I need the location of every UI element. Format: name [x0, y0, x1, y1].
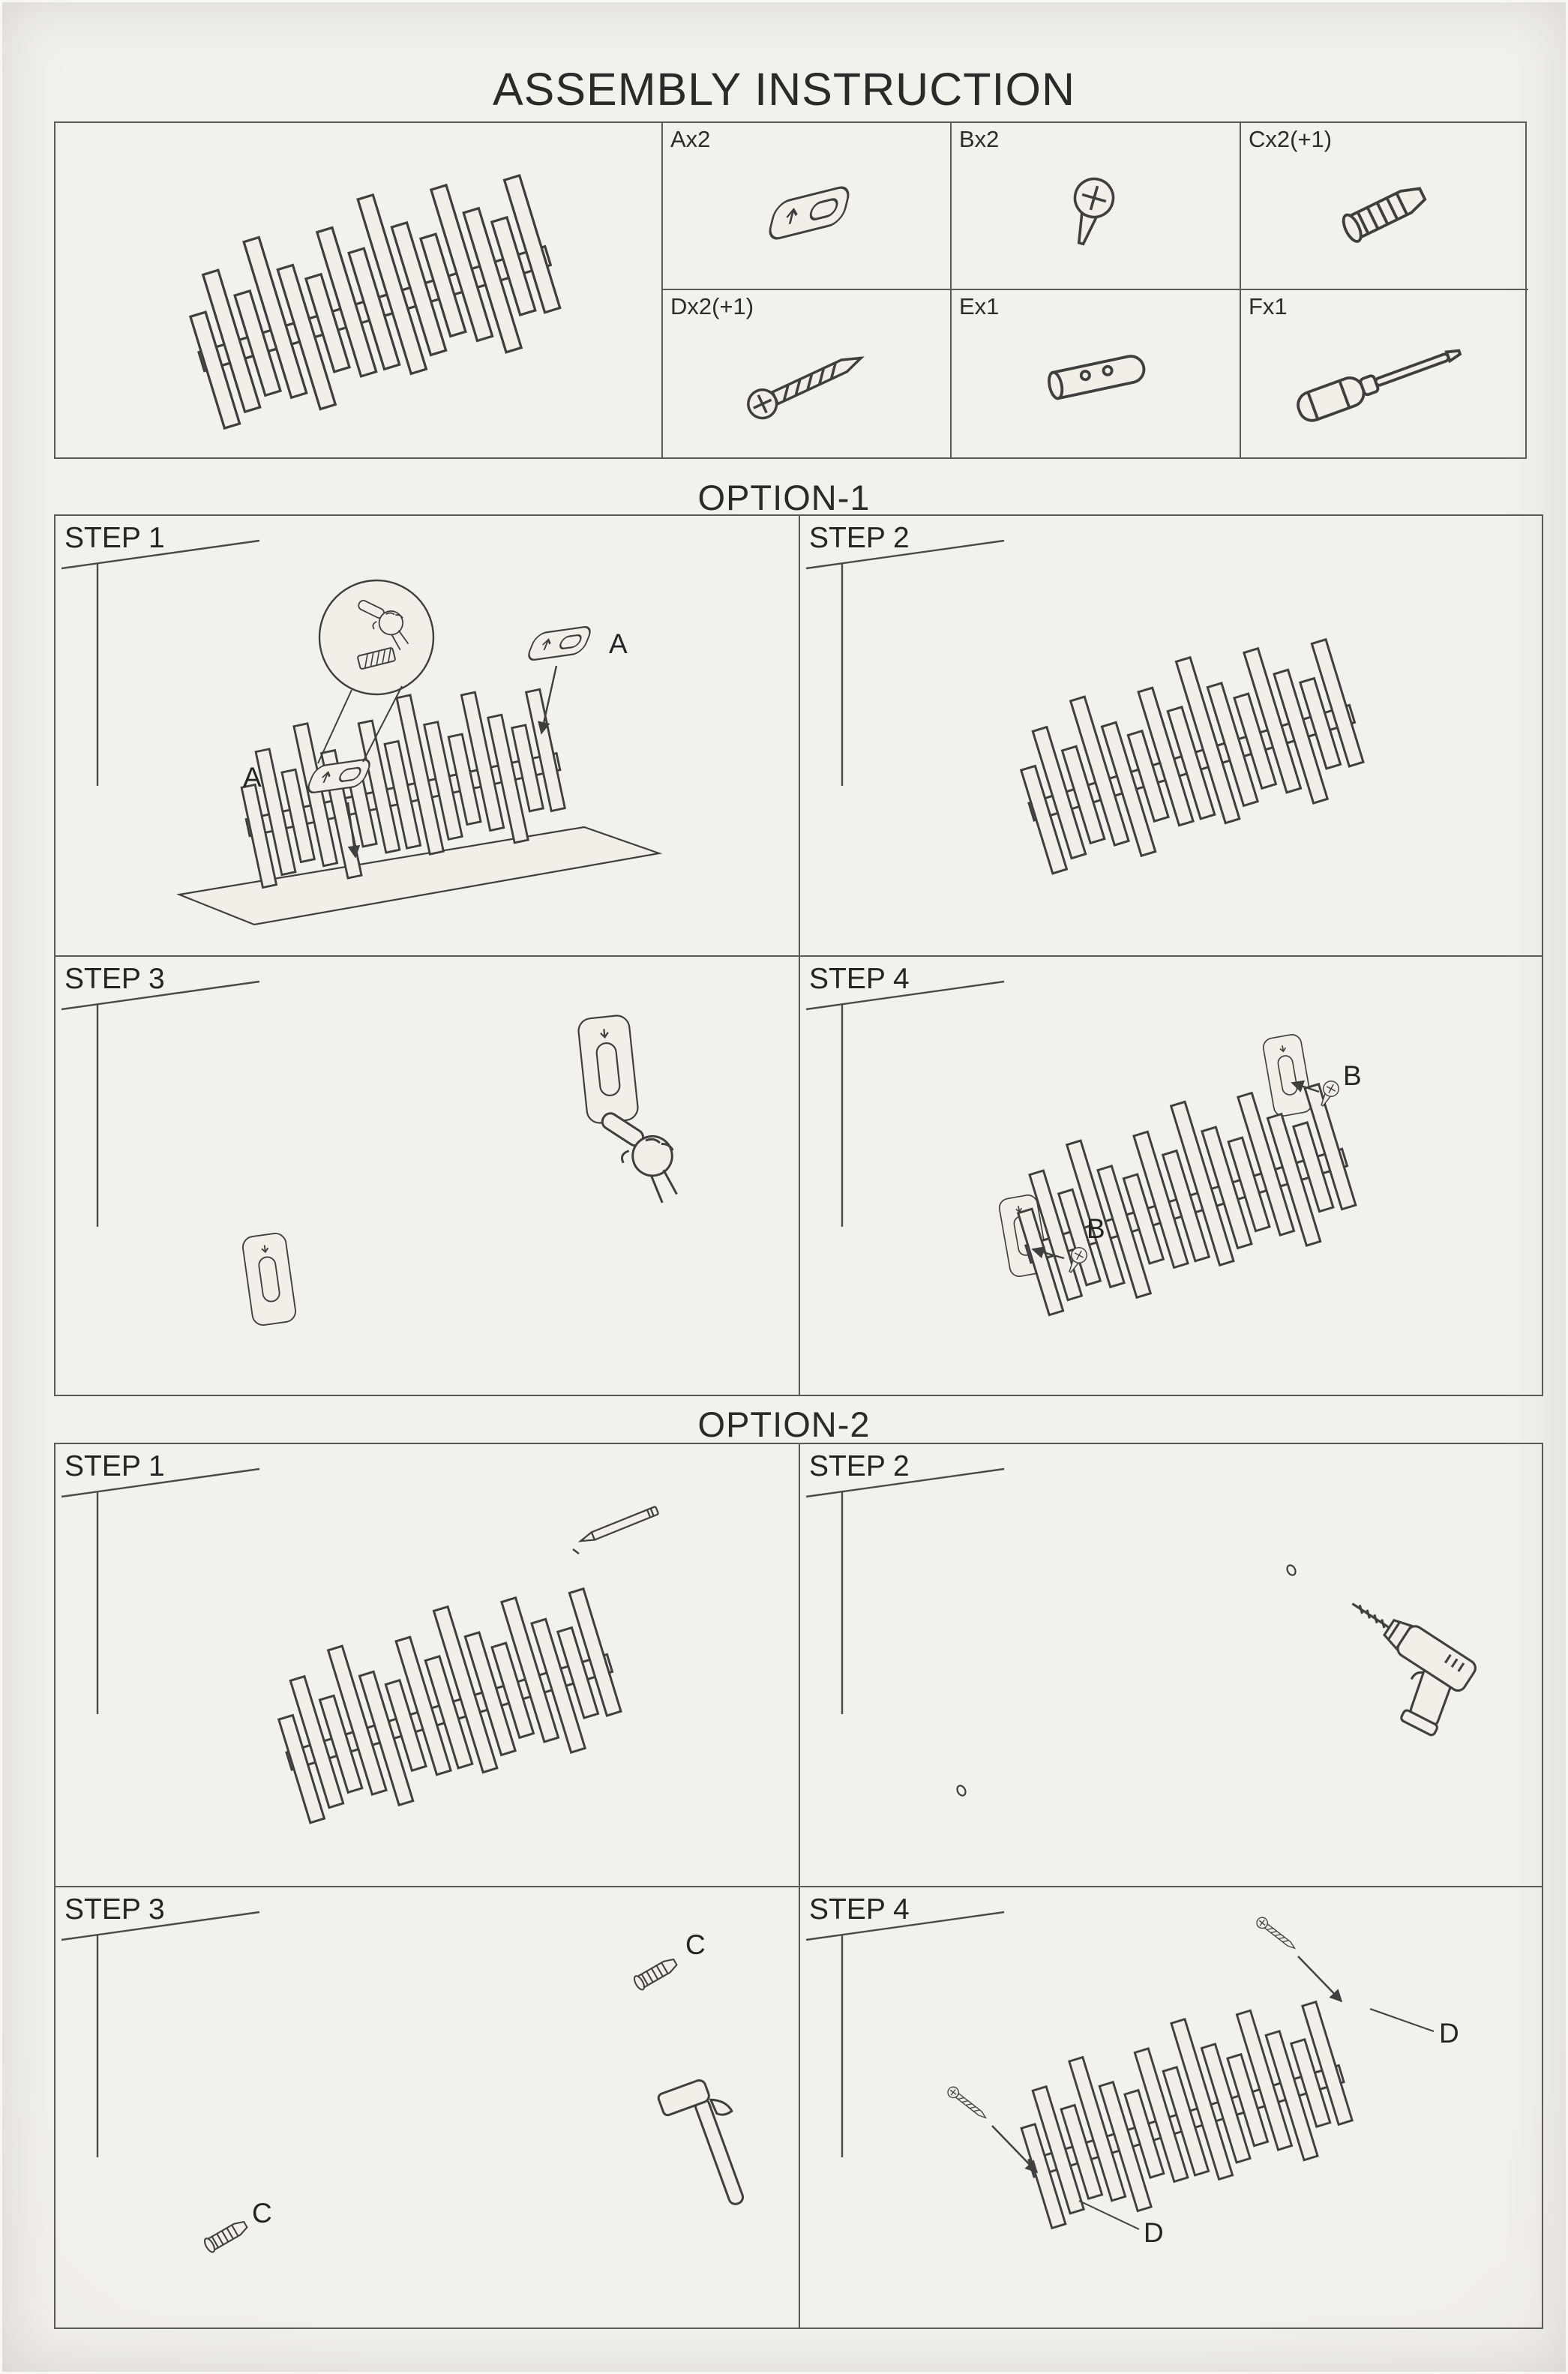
part-label-f: Fx1 — [1249, 293, 1288, 319]
screwdriver-icon — [1293, 337, 1466, 426]
part-cell-d: Dx2(+1) — [661, 290, 950, 457]
leader-d1 — [1369, 2008, 1435, 2032]
callout-d1: D — [1439, 2018, 1459, 2049]
option2-step4-label: STEP 4 — [809, 1893, 910, 1926]
option2-step2-cell: STEP 2 — [799, 1444, 1542, 1886]
part-cell-b: Bx2 — [950, 123, 1240, 290]
rack-illustration — [1000, 616, 1375, 884]
flat-head-screw-icon — [1061, 172, 1120, 250]
option2-step3-cell: STEP 3 C C — [55, 1886, 799, 2328]
option1-step1-label: STEP 1 — [64, 522, 165, 554]
page-title: ASSEMBLY INSTRUCTION — [493, 64, 1075, 115]
drill-hole-mark-2 — [956, 1785, 967, 1797]
rack-illustration — [997, 1060, 1368, 1326]
part-label-b: Bx2 — [959, 126, 1000, 152]
part-cell-e: Ex1 — [950, 290, 1240, 457]
arrow-d1 — [1297, 1956, 1343, 2003]
hammer-icon — [655, 2072, 763, 2218]
pencil-icon — [578, 1505, 660, 1546]
wall-mount-plate-icon — [766, 183, 853, 243]
base-board — [175, 826, 663, 926]
callout-a2: A — [243, 762, 262, 793]
option2-step3-label: STEP 3 — [64, 1893, 165, 1926]
parts-overview-box: Ax2 Bx2 Cx2(+1) Dx2(+1) Ex1 — [54, 121, 1528, 459]
part-cell-a: Ax2 — [661, 123, 950, 290]
wall-corner-lines — [805, 539, 1006, 787]
wall-anchor-icon — [1338, 179, 1431, 246]
arrow-b2 — [1291, 1080, 1320, 1093]
part-label-e: Ex1 — [959, 293, 1000, 319]
option2-step4-illustration — [805, 1911, 1435, 2238]
wall-corner-lines — [60, 539, 261, 787]
magnifier-circle — [318, 579, 435, 696]
part-label-d: Dx2(+1) — [670, 293, 754, 319]
wall-corner-lines — [60, 1467, 261, 1716]
option2-step2-label: STEP 2 — [809, 1450, 910, 1482]
option1-step4-cell: STEP 4 B B — [799, 955, 1542, 1395]
option1-step1-cell: STEP 1 A A — [55, 516, 799, 955]
screw-d-icon-1 — [1254, 1914, 1299, 1953]
rack-illustration — [1001, 1979, 1364, 2238]
part-label-a: Ax2 — [670, 126, 711, 152]
option2-step4-cell: STEP 4 D D — [799, 1886, 1542, 2328]
arrow-plate-a2 — [346, 802, 361, 859]
arrow-d2 — [991, 2125, 1039, 2174]
wall-corner-lines — [60, 980, 261, 1228]
option1-step3-label: STEP 3 — [64, 963, 165, 995]
wall-plate-on-wall-2 — [241, 1231, 298, 1327]
option2-steps-grid: STEP 1 STEP 2 STEP 3 — [54, 1443, 1543, 2329]
wall-corner-lines — [805, 980, 1006, 1228]
product-illustration — [168, 149, 573, 440]
option2-step2-illustration — [805, 1467, 1480, 1797]
option2-step1-cell: STEP 1 — [55, 1444, 799, 1886]
part-cell-c: Cx2(+1) — [1240, 123, 1528, 290]
rack-illustration — [258, 1565, 633, 1833]
wall-corner-lines — [805, 1911, 1006, 2159]
option1-step2-illustration — [805, 539, 1375, 884]
wall-corner-lines — [805, 1467, 1006, 1716]
callout-a1: A — [609, 628, 628, 659]
option1-steps-grid: STEP 1 A A STEP 2 — [54, 514, 1543, 1396]
wall-corner-lines — [60, 1911, 261, 2159]
arrow-plate-a1 — [538, 665, 558, 735]
part-cell-f: Fx1 — [1240, 290, 1528, 457]
wall-plate-on-wall — [576, 1013, 640, 1126]
option1-step3-cell: STEP 3 — [55, 955, 799, 1395]
callout-c2: C — [252, 2198, 272, 2229]
part-label-c: Cx2(+1) — [1249, 126, 1333, 152]
option1-step3-illustration — [60, 980, 699, 1327]
option2-step1-label: STEP 1 — [64, 1450, 165, 1482]
option1-title: OPTION-1 — [697, 478, 871, 517]
option2-title: OPTION-2 — [697, 1404, 871, 1444]
anchor-c-icon-2 — [202, 2217, 250, 2255]
option1-step2-cell: STEP 2 — [799, 516, 1542, 955]
callout-c1: C — [685, 1929, 706, 1960]
drill-hole-mark-1 — [1286, 1564, 1297, 1576]
option1-step2-label: STEP 2 — [809, 522, 910, 554]
option2-step1-illustration — [60, 1467, 660, 1833]
option1-step4-label: STEP 4 — [809, 963, 910, 995]
pencil-mark — [572, 1548, 580, 1554]
drill-icon — [1312, 1588, 1480, 1741]
option1-step1-illustration — [60, 539, 663, 926]
callout-d2: D — [1144, 2217, 1164, 2248]
wall-plate-behind-2 — [1261, 1033, 1315, 1118]
anchor-c-icon-1 — [631, 1954, 680, 1992]
wall-plate-a1 — [524, 625, 595, 662]
leader-d2 — [1078, 2200, 1140, 2230]
long-wood-screw-icon — [742, 343, 868, 424]
dowel-icon — [1045, 352, 1148, 401]
option1-step4-illustration — [805, 980, 1368, 1326]
callout-b1: B — [1087, 1213, 1105, 1244]
screw-d-icon-2 — [945, 2084, 990, 2123]
arrow-b1 — [1031, 1246, 1065, 1260]
magnifier-leader-lines — [317, 685, 403, 764]
callout-b2: B — [1343, 1060, 1362, 1091]
